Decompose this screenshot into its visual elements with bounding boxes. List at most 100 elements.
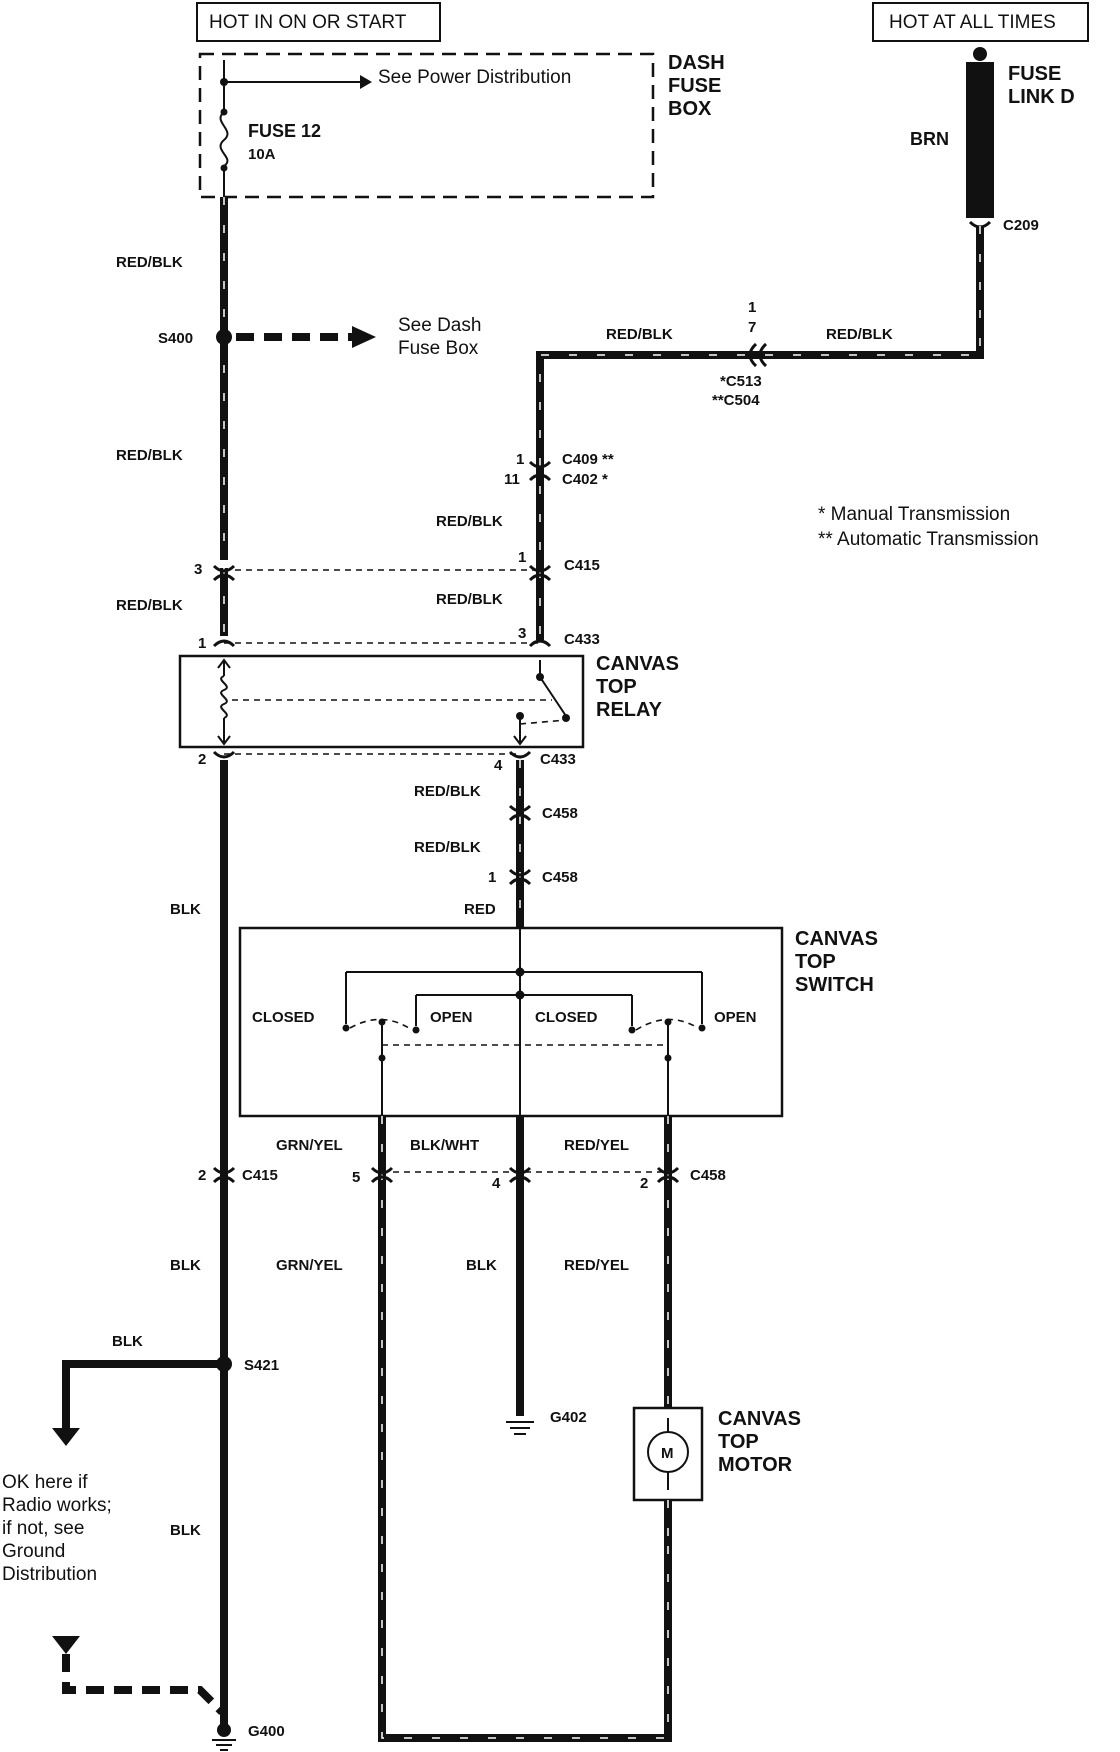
c458-bottom-pin-4: 4 <box>492 1175 501 1192</box>
canvas-top-switch-label-3: SWITCH <box>795 974 874 996</box>
s400-ref-1: See Dash <box>398 315 481 336</box>
wire-label-blk-5: BLK <box>170 1522 201 1539</box>
c458-label-2: C458 <box>542 869 578 886</box>
c433-top-left-pin: 1 <box>198 635 206 652</box>
hot-in-on-or-start-label: HOT IN ON OR START <box>209 12 407 33</box>
switch-label-open-right: OPEN <box>714 1009 757 1026</box>
hot-at-all-times-box <box>872 2 1089 42</box>
c458-bottom-right-connector <box>656 1166 680 1184</box>
legend-automatic: ** Automatic Transmission <box>818 529 1039 550</box>
c415-bottom-pin: 2 <box>198 1167 206 1184</box>
switch-left-blade <box>349 1018 413 1031</box>
canvas-top-motor-label-3: MOTOR <box>718 1454 793 1476</box>
wire-label-grn-yel-1: GRN/YEL <box>276 1137 343 1154</box>
c402-pin: 11 <box>504 471 520 488</box>
c409-label: C409 ** <box>562 451 614 468</box>
wire-label-blk-wht: BLK/WHT <box>410 1137 479 1154</box>
switch-label-open-left: OPEN <box>430 1009 473 1026</box>
wire-label-red-yel-1: RED/YEL <box>564 1137 629 1154</box>
wire-label-grn-yel-2: GRN/YEL <box>276 1257 343 1274</box>
c409-connector <box>528 460 552 469</box>
c402-connector <box>528 473 552 482</box>
c513-pin: 1 <box>748 299 756 316</box>
c458-bottom-mid-connector <box>508 1166 532 1184</box>
c433-bottom-left-connector <box>212 750 236 759</box>
c433-top-left-connector <box>212 639 236 648</box>
dash-fuse-box-label-1: DASH <box>668 52 725 74</box>
c433-bottom-right-connector <box>508 750 532 759</box>
dash-fuse-box-outline <box>198 52 655 199</box>
switch-label-closed-right: CLOSED <box>535 1009 598 1026</box>
fuse-link-d-terminal <box>973 47 987 61</box>
g402-label: G402 <box>550 1409 587 1426</box>
c415-bottom-connector <box>212 1166 236 1184</box>
s400-ref-2: Fuse Box <box>398 338 479 359</box>
relay-output-arrow <box>513 735 527 746</box>
ground-note-4: Ground <box>2 1541 65 1562</box>
hot-at-all-times-label: HOT AT ALL TIMES <box>889 12 1056 33</box>
switch-contact-right-open <box>698 1024 706 1032</box>
switch-contact-right-closed <box>628 1026 636 1034</box>
c433-top-label: C433 <box>564 631 600 648</box>
wire-label-red-blk-5: RED/BLK <box>826 326 893 343</box>
motor-symbol: M <box>661 1445 674 1462</box>
fuse-12-rating: 10A <box>248 146 276 163</box>
c504-label: **C504 <box>712 392 760 409</box>
switch-left-output-node <box>378 1054 386 1062</box>
see-power-distribution-label: See Power Distribution <box>378 67 571 88</box>
s400-label: S400 <box>158 330 193 347</box>
c458-bottom-pin-2: 2 <box>640 1175 648 1192</box>
c433-bottom-right-pin: 4 <box>494 757 503 774</box>
switch-contact-left-closed <box>342 1024 350 1032</box>
relay-coil-arrow-top <box>217 658 231 669</box>
wire-label-red-blk-3: RED/BLK <box>116 597 183 614</box>
c415-right-connector <box>528 564 552 582</box>
canvas-top-motor-label-1: CANVAS <box>718 1408 801 1430</box>
ground-note-3: if not, see <box>2 1518 84 1539</box>
canvas-top-switch-box <box>238 926 784 1118</box>
wire-blk-s421-branch <box>62 1360 224 1430</box>
fuse-12-name: FUSE 12 <box>248 121 321 141</box>
c513-c504-connector <box>748 342 768 368</box>
c458-bottom-label: C458 <box>690 1167 726 1184</box>
c402-label: C402 * <box>562 471 608 488</box>
wire-label-red-blk-1: RED/BLK <box>116 254 183 271</box>
wire-label-red-blk-8: RED/BLK <box>414 783 481 800</box>
relay-coil-icon <box>220 675 228 719</box>
s421-label: S421 <box>244 1357 279 1374</box>
c513-label: *C513 <box>720 373 762 390</box>
relay-output-link <box>519 719 567 725</box>
c209-label: C209 <box>1003 217 1039 234</box>
relay-contact-arm <box>539 676 567 717</box>
canvas-top-motor-label-2: TOP <box>718 1431 759 1453</box>
fuse-link-d-label-2: LINK D <box>1008 86 1075 108</box>
wire-label-red-blk-4: RED/BLK <box>606 326 673 343</box>
c504-pin: 7 <box>748 319 756 336</box>
c415-bottom-label: C415 <box>242 1167 278 1184</box>
canvas-top-relay-label-2: TOP <box>596 676 637 698</box>
dash-fuse-box-label-3: BOX <box>668 98 712 120</box>
s421-branch-arrow-icon <box>52 1428 80 1446</box>
ground-note-5: Distribution <box>2 1564 97 1585</box>
ground-note-2: Radio works; <box>2 1495 112 1516</box>
g400-ref-wire <box>62 1654 225 1715</box>
c415-top-label: C415 <box>564 557 600 574</box>
s400-arrow-icon <box>352 326 376 348</box>
c458-connector-2 <box>508 868 532 886</box>
c458-pin-1: 1 <box>488 869 496 886</box>
c433-top-right-connector <box>528 639 552 648</box>
legend-manual: * Manual Transmission <box>818 504 1010 525</box>
c415-left-pin: 3 <box>194 561 202 578</box>
c409-pin: 1 <box>516 451 524 468</box>
switch-right-blade <box>635 1018 699 1031</box>
fuse-link-d-label-1: FUSE <box>1008 63 1061 85</box>
wire-label-red: RED <box>464 901 496 918</box>
wire-label-red-blk-9: RED/BLK <box>414 839 481 856</box>
c433-bottom-label: C433 <box>540 751 576 768</box>
c458-bottom-left-connector <box>370 1166 394 1184</box>
relay-coil-arrow-bottom <box>217 735 231 746</box>
switch-right-output-node <box>664 1054 672 1062</box>
switch-contact-left-open <box>412 1026 420 1034</box>
canvas-top-relay-label-1: CANVAS <box>596 653 679 675</box>
